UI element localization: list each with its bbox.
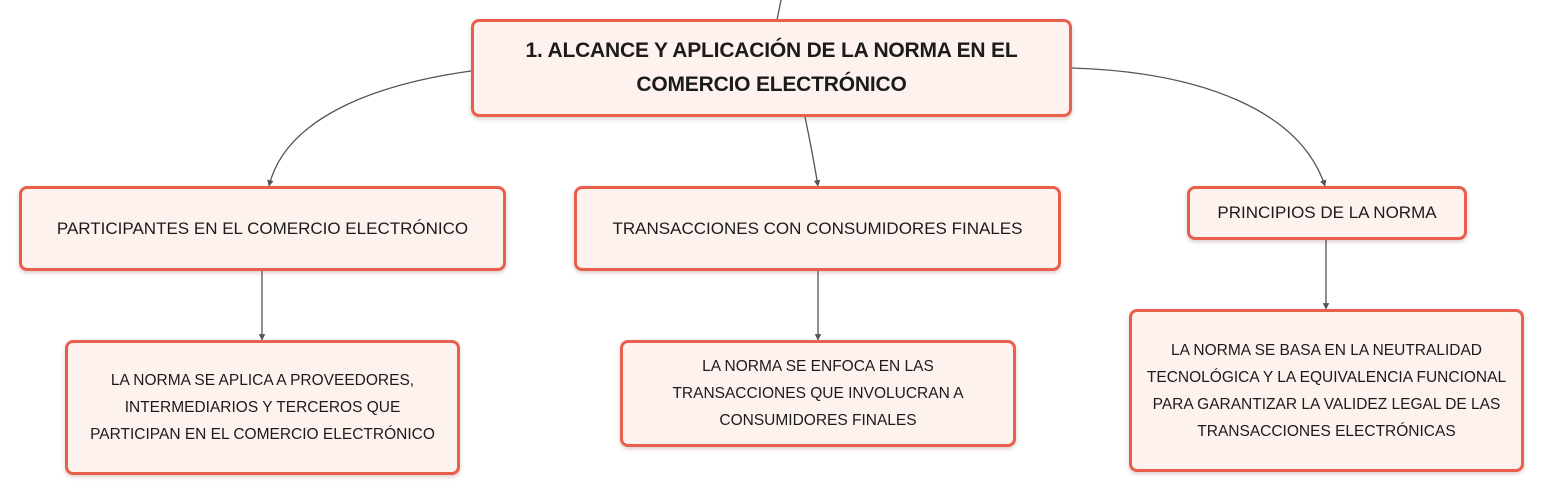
connector-root-to-branch-transacciones <box>804 116 821 187</box>
branch-node-transacciones[interactable]: TRANSACCIONES CON CONSUMIDORES FINALES <box>574 186 1061 271</box>
leaf-node-participantes[interactable]: LA NORMA SE APLICA A PROVEEDORES, INTERM… <box>65 340 460 475</box>
branch-node-participantes[interactable]: PARTICIPANTES EN EL COMERCIO ELECTRÓNICO <box>19 186 506 271</box>
leaf-node-text: LA NORMA SE BASA EN LA NEUTRALIDAD TECNO… <box>1146 341 1507 440</box>
branch-node-label: PRINCIPIOS DE LA NORMA <box>1217 203 1437 222</box>
connector-root-to-branch-participantes <box>267 70 472 187</box>
root-node-label: 1. ALCANCE Y APLICACIÓN DE LA NORMA EN E… <box>525 39 1018 96</box>
connector-parent-to-root <box>776 0 782 21</box>
connector-root-to-branch-principios <box>1071 67 1327 187</box>
leaf-node-transacciones[interactable]: LA NORMA SE ENFOCA EN LAS TRANSACCIONES … <box>620 340 1016 447</box>
leaf-node-principios[interactable]: LA NORMA SE BASA EN LA NEUTRALIDAD TECNO… <box>1129 309 1524 472</box>
root-node[interactable]: 1. ALCANCE Y APLICACIÓN DE LA NORMA EN E… <box>471 19 1072 117</box>
branch-node-principios[interactable]: PRINCIPIOS DE LA NORMA <box>1187 186 1467 240</box>
leaf-node-text: LA NORMA SE APLICA A PROVEEDORES, INTERM… <box>90 372 435 443</box>
leaf-node-text: LA NORMA SE ENFOCA EN LAS TRANSACCIONES … <box>672 358 964 429</box>
branch-node-label: PARTICIPANTES EN EL COMERCIO ELECTRÓNICO <box>56 218 469 238</box>
branch-node-label: TRANSACCIONES CON CONSUMIDORES FINALES <box>612 218 1023 238</box>
